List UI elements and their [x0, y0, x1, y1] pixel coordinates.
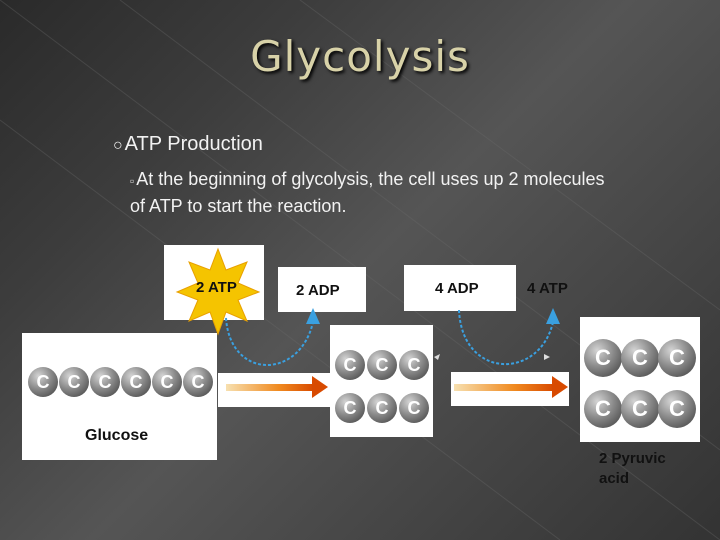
carbon-atom: C [335, 393, 365, 423]
carbon-atom: C [621, 339, 659, 377]
carbon-atom: C [367, 350, 397, 380]
carbon-atom: C [399, 350, 429, 380]
carbon-atom: C [584, 390, 622, 428]
starburst-icon [175, 247, 261, 336]
pyruvic-acid-label-line1: 2 Pyruvic [599, 450, 666, 467]
blue-arrowhead-left-icon [306, 308, 320, 324]
bullet-level-1: ○ATP Production [113, 133, 263, 156]
small-pointer-icon [544, 354, 550, 360]
circle-bullet-icon: ○ [113, 137, 123, 154]
bullet-level-2: ▫At the beginning of glycolysis, the cel… [130, 167, 620, 219]
slide-title: Glycolysis [250, 32, 470, 81]
curved-arrow-right-icon [458, 309, 554, 366]
reaction-arrow-2-icon [454, 376, 568, 398]
glucose-panel [22, 333, 217, 460]
blue-arrowhead-right-icon [546, 308, 560, 324]
reaction-arrow-1-icon [226, 376, 328, 398]
carbon-atom: C [335, 350, 365, 380]
carbon-atom: C [28, 367, 58, 397]
bullet-level-2-text: At the beginning of glycolysis, the cell… [130, 169, 605, 216]
carbon-atom: C [367, 393, 397, 423]
adp-in-label: 4 ADP [435, 280, 479, 297]
carbon-atom: C [121, 367, 151, 397]
carbon-atom: C [152, 367, 182, 397]
carbon-atom: C [584, 339, 622, 377]
curved-arrow-left-icon [225, 317, 314, 366]
glucose-label: Glucose [85, 427, 149, 444]
carbon-atom: C [90, 367, 120, 397]
adp-out-panel [278, 267, 366, 312]
atp-in-label: 2 ATP [196, 279, 237, 296]
carbon-atom: C [658, 390, 696, 428]
carbon-atom: C [59, 367, 89, 397]
small-pointer-icon [434, 354, 440, 360]
carbon-atom: C [621, 390, 659, 428]
adp-out-label: 2 ADP [296, 282, 340, 299]
bullet-level-1-text: ATP Production [124, 133, 263, 155]
atp-out-label: 4 ATP [527, 280, 568, 297]
carbon-atom: C [183, 367, 213, 397]
carbon-atom: C [399, 393, 429, 423]
adp-in-panel [404, 265, 516, 311]
pyruvic-acid-label-line2: acid [599, 470, 630, 487]
carbon-atom: C [658, 339, 696, 377]
square-bullet-icon: ▫ [130, 174, 135, 188]
